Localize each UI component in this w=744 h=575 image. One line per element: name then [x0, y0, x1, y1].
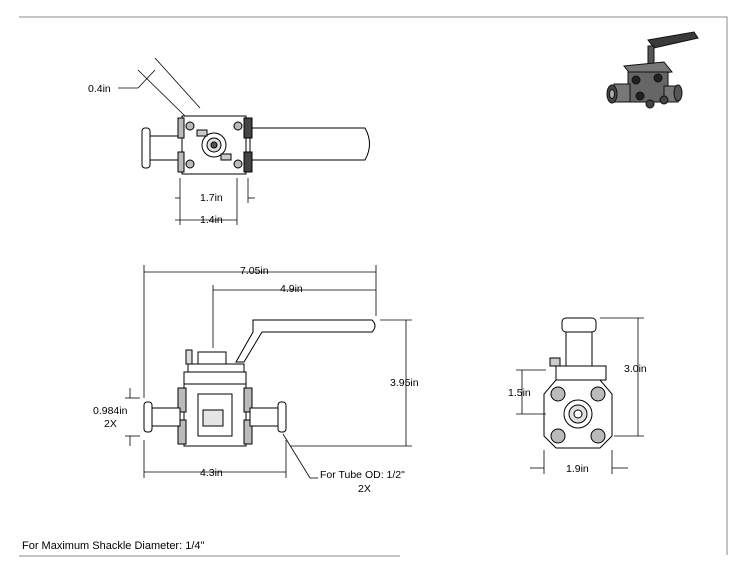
front-right-end-cap	[277, 401, 287, 433]
dim-handle-length-label: 4.9in	[280, 283, 303, 295]
front-view-dimensions	[125, 265, 412, 479]
side-view-dimensions	[516, 317, 644, 474]
dim-tube-od-count: 2X	[358, 483, 371, 495]
front-left-end-cap	[143, 401, 153, 433]
sheet-border	[19, 16, 728, 555]
top-view-dimensions	[118, 57, 255, 225]
side-handle-grip	[561, 317, 597, 333]
footnote: For Maximum Shackle Diameter: 1/4"	[22, 540, 205, 552]
front-view	[143, 319, 376, 447]
dim-body-length-label: 4.3in	[200, 467, 223, 479]
isometric-view	[606, 31, 699, 109]
top-handle	[249, 127, 370, 161]
dim-tube-od-label: For Tube OD: 1/2"	[320, 469, 405, 481]
dim-overall-height-label: 3.95in	[390, 377, 419, 389]
dim-side-height-label: 3.0in	[624, 363, 647, 375]
top-view	[141, 115, 370, 175]
front-stem	[197, 351, 227, 365]
dim-side-width-label: 1.9in	[566, 463, 589, 475]
dim-width-b-label: 1.4in	[200, 214, 223, 226]
top-end-cap	[141, 127, 151, 169]
dim-end-od-label: 0.984in	[93, 405, 128, 417]
dim-side-center-label: 1.5in	[508, 387, 531, 399]
dim-width-a-label: 1.7in	[200, 192, 223, 204]
top-end-tube	[149, 135, 183, 161]
side-view	[543, 317, 613, 449]
dim-overall-length-label: 7.05in	[240, 265, 269, 277]
dim-end-od-count: 2X	[104, 418, 117, 430]
dim-chamfer-label: 0.4in	[88, 83, 111, 95]
front-handle	[235, 319, 376, 363]
